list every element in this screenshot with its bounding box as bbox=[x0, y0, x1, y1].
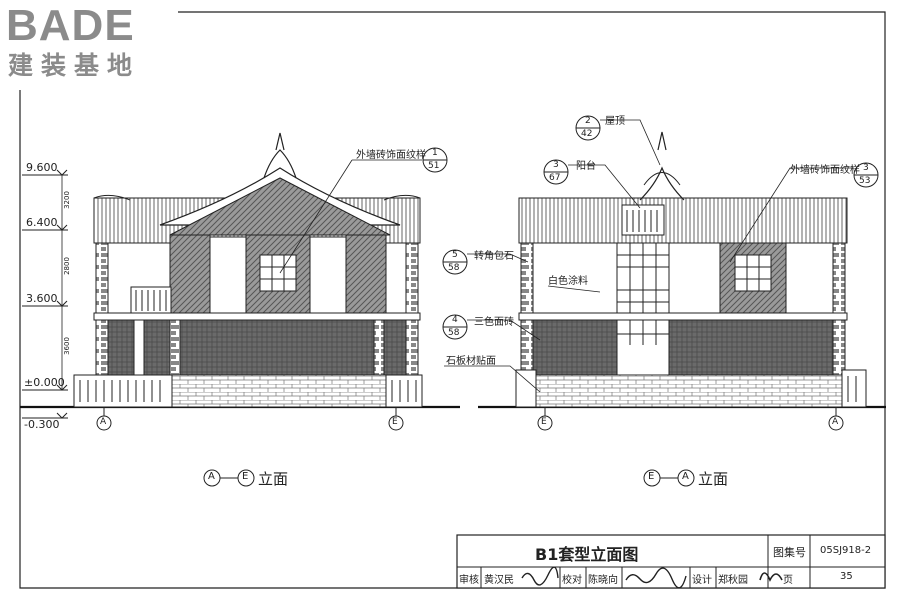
checker-name: 陈晓向 bbox=[588, 575, 618, 586]
balcony-callout-num: 3 bbox=[553, 160, 559, 170]
review-label: 审核 bbox=[459, 575, 479, 586]
roof-callout-num: 2 bbox=[585, 116, 591, 126]
reviewer-name: 黄汉民 bbox=[484, 575, 514, 586]
corner-callout-num: 5 bbox=[452, 250, 458, 260]
caption-circles bbox=[203, 469, 695, 487]
level-marks bbox=[22, 169, 68, 419]
level-6400: 6.400 bbox=[26, 216, 58, 229]
corner-callout-label: 转角包石 bbox=[474, 251, 514, 262]
dim-2800: 2800 bbox=[62, 257, 71, 275]
dim-3600: 3600 bbox=[62, 337, 71, 355]
designer-name: 郑秋园 bbox=[718, 575, 748, 586]
caption-left-a: A bbox=[208, 471, 215, 482]
level-0000: ±0.000 bbox=[24, 376, 65, 389]
balcony-callout-ref: 67 bbox=[549, 173, 561, 183]
left-elevation bbox=[20, 132, 460, 431]
wall-callout-num: 3 bbox=[863, 163, 869, 173]
page-number: 35 bbox=[840, 571, 853, 582]
stone-callout-label: 石板材贴面 bbox=[446, 356, 496, 367]
level-minus-0300: -0.300 bbox=[24, 418, 60, 431]
roof-callout-ref: 42 bbox=[581, 129, 593, 139]
left-callout-num: 1 bbox=[432, 148, 438, 158]
bade-logo: BADE 建装基地 bbox=[6, 4, 176, 82]
tricolor-callout-ref: 58 bbox=[448, 328, 460, 338]
title-block bbox=[456, 534, 886, 589]
dim-3200: 3200 bbox=[62, 191, 71, 209]
sheet-title: B1套型立面图 bbox=[535, 545, 639, 564]
tricolor-callout-num: 4 bbox=[452, 315, 458, 325]
grid-label-right-a: A bbox=[832, 417, 839, 427]
atlas-number: 05SJ918-2 bbox=[820, 545, 872, 556]
caption-right-a: E bbox=[648, 471, 655, 482]
level-3600: 3.600 bbox=[26, 292, 58, 305]
logo-brand: BADE bbox=[6, 1, 135, 50]
grid-label-left-a: A bbox=[100, 417, 107, 427]
balcony-callout-label: 阳台 bbox=[576, 161, 596, 172]
corner-callout-ref: 58 bbox=[448, 263, 460, 273]
logo-subtitle: 建装基地 bbox=[8, 51, 141, 80]
wall-callout-label: 外墙砖饰面纹样 bbox=[790, 165, 860, 176]
check-label: 校对 bbox=[562, 575, 582, 586]
caption-right-suffix: 立面 bbox=[698, 470, 729, 488]
caption-left-suffix: 立面 bbox=[258, 470, 289, 488]
right-elevation bbox=[442, 115, 886, 431]
roof-callout-label: 屋顶 bbox=[605, 116, 625, 127]
atlas-label: 图集号 bbox=[773, 546, 806, 559]
caption-right-b: A bbox=[682, 471, 689, 482]
white-paint-label: 白色涂料 bbox=[548, 276, 588, 287]
left-callout-label: 外墙砖饰面纹样 bbox=[356, 150, 426, 161]
grid-label-right-e: E bbox=[541, 417, 547, 427]
caption-left-b: E bbox=[242, 471, 249, 482]
grid-label-left-e: E bbox=[392, 417, 398, 427]
tricolor-callout-label: 三色面砖 bbox=[474, 317, 514, 328]
wall-callout-ref: 53 bbox=[859, 176, 871, 186]
page-label: 页 bbox=[783, 575, 793, 586]
design-label: 设计 bbox=[692, 575, 712, 586]
level-9600: 9.600 bbox=[26, 161, 58, 174]
left-callout-ref: 51 bbox=[428, 161, 440, 171]
